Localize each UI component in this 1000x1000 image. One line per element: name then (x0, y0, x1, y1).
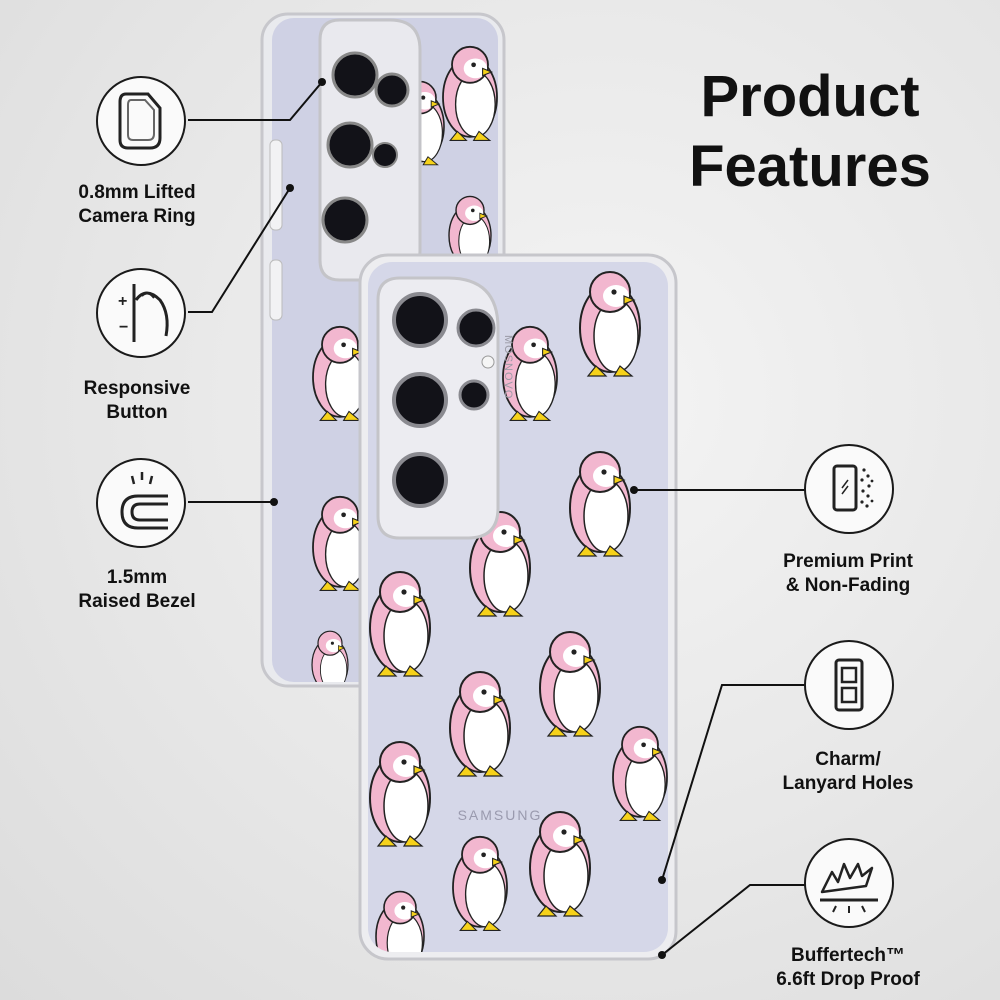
feature-line-2: Lanyard Holes (782, 773, 914, 794)
raised-bezel-icon (96, 458, 186, 548)
feature-line-2: Camera Ring (78, 206, 196, 227)
feature-line-1: Responsive (83, 378, 191, 399)
feature-line-2: Raised Bezel (78, 591, 196, 612)
lanyard-holes-icon (804, 640, 894, 730)
feature-label-premium-print: Premium Print & Non-Fading (748, 550, 948, 598)
title-line-2: Features (689, 134, 931, 199)
title-line-1: Product (700, 64, 920, 129)
camera-ring-icon (96, 76, 186, 166)
feature-label-raised-bezel: 1.5mm Raised Bezel (37, 566, 237, 614)
feature-label-responsive-button: Responsive Button (37, 377, 237, 425)
feature-line-2: & Non-Fading (785, 575, 911, 596)
feature-line-1: Charm/ (815, 749, 881, 770)
feature-label-camera-ring: 0.8mm Lifted Camera Ring (37, 181, 237, 229)
premium-print-icon-graphic (832, 464, 874, 512)
raised-bezel-icon-graphic (120, 472, 168, 530)
premium-print-icon (804, 444, 894, 534)
responsive-button-icon-graphic: + − (118, 284, 169, 342)
drop-proof-icon-graphic (820, 862, 878, 913)
case-brand-text: MOSNOVO (502, 335, 514, 399)
feature-label-drop-proof: Buffertech™ 6.6ft Drop Proof (748, 944, 948, 992)
feature-line-1: Buffertech™ (790, 945, 905, 966)
feature-line-2: Button (106, 402, 168, 423)
feature-line-1: 1.5mm (106, 567, 168, 588)
feature-line-1: 0.8mm Lifted (78, 182, 196, 203)
page-title: Product Features (660, 62, 960, 202)
drop-proof-icon (804, 838, 894, 928)
svg-text:+: + (118, 293, 127, 310)
phone-brand-text: SAMSUNG (458, 807, 543, 823)
lanyard-holes-icon-graphic (834, 658, 864, 712)
front-phone: MOSNOVO SAMSUNG (358, 253, 678, 961)
feature-label-lanyard-holes: Charm/ Lanyard Holes (748, 748, 948, 796)
responsive-button-icon: + − (96, 268, 186, 358)
camera-ring-icon-graphic (118, 92, 162, 150)
feature-line-1: Premium Print (783, 551, 913, 572)
svg-text:−: − (119, 319, 128, 336)
feature-line-2: 6.6ft Drop Proof (776, 969, 920, 990)
